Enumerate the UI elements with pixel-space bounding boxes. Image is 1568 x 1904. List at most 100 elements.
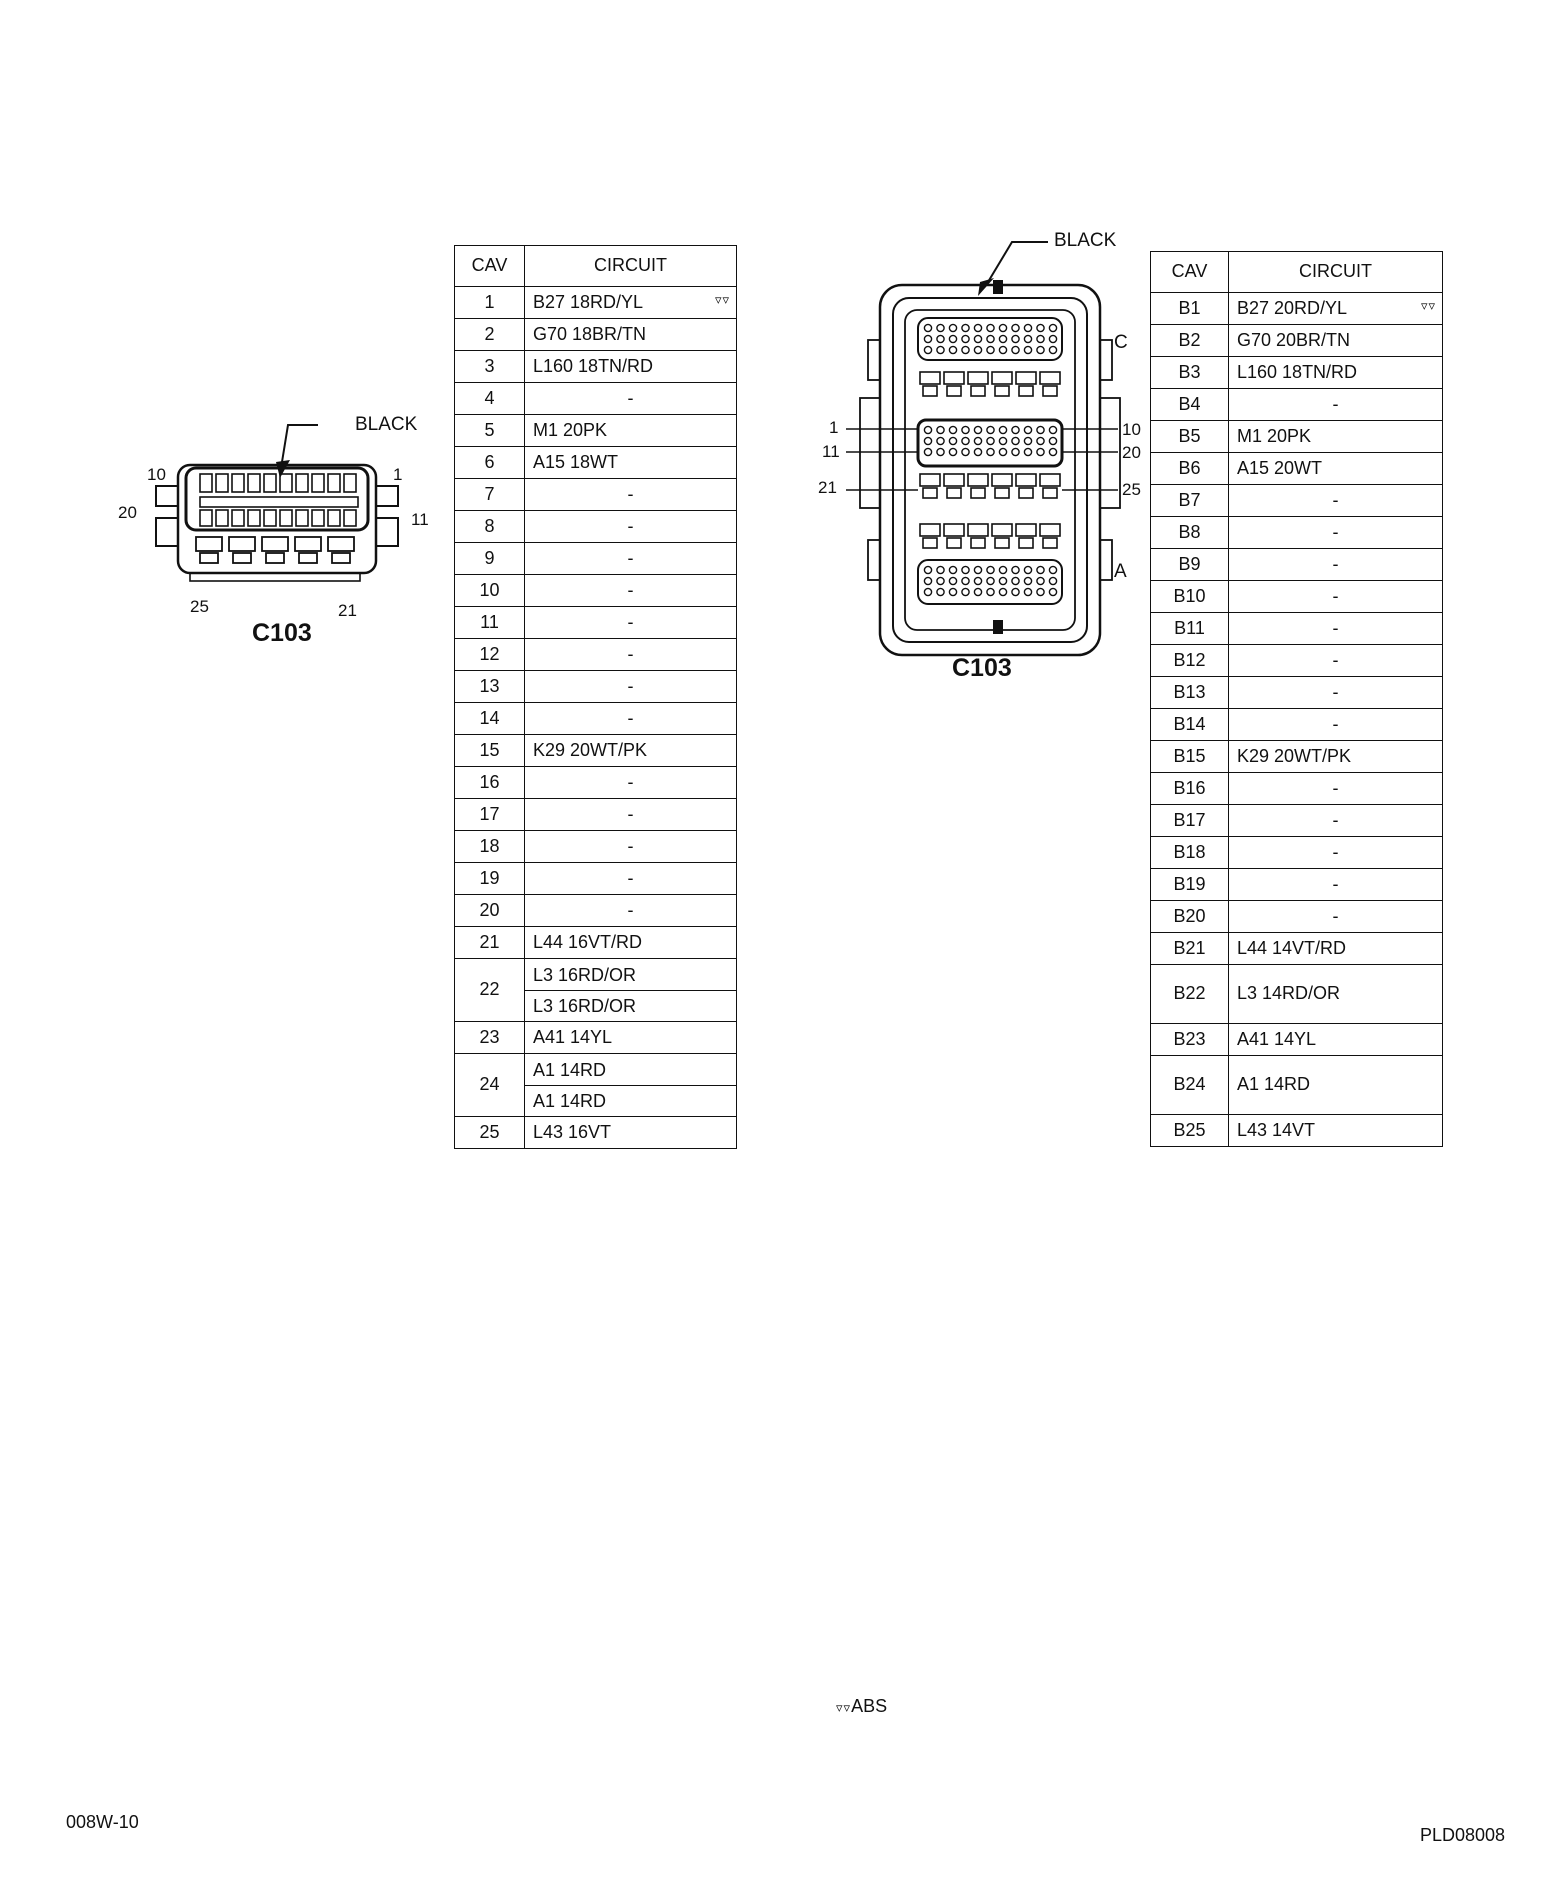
right-table-row: B16- [1150, 772, 1443, 805]
right-cavity-number: B1 [1150, 292, 1229, 325]
right-connector-latch [970, 385, 986, 397]
footer-right-code: PLD08008 [1420, 1825, 1506, 1845]
right-connector-pin [1023, 425, 1033, 435]
right-cavity-number: B15 [1150, 740, 1229, 773]
left-connector-cavity [311, 509, 325, 527]
right-cavity-number: B22 [1150, 964, 1229, 1024]
right-circuit-cell: L44 14VT/RD [1228, 932, 1443, 965]
right-connector-latch [994, 385, 1010, 397]
right-connector-pin [923, 587, 933, 597]
right-connector-pin [961, 565, 970, 575]
right-connector-latch [1015, 473, 1037, 487]
right-connector-pin [1048, 576, 1058, 586]
right-connector-pin [1023, 334, 1033, 344]
left-table-row: 18- [454, 830, 737, 863]
right-connector-latch [967, 473, 989, 487]
right-circuit-value: L43 14VT [1237, 1119, 1316, 1140]
right-pin-label-20: 20 [1122, 443, 1141, 462]
right-connector-latch [1039, 523, 1061, 537]
right-circuit-cell: L160 18TN/RD [1228, 356, 1443, 389]
left-connector-cavity [331, 552, 351, 564]
right-pin-label-25: 25 [1122, 480, 1141, 499]
right-connector-pin [986, 334, 995, 344]
right-connector-pin [936, 345, 945, 355]
right-table-header-cav: CAV [1150, 251, 1229, 293]
left-connector-cavity [327, 536, 355, 552]
right-circuit-cell: - [1228, 772, 1443, 805]
left-pin-label-21: 21 [338, 601, 357, 620]
right-connector-pin [973, 587, 983, 597]
right-connector-color-label: BLACK [1054, 230, 1117, 251]
right-connector-pin [948, 345, 958, 355]
right-cavity-number: B3 [1150, 356, 1229, 389]
right-connector-latch [919, 473, 941, 487]
left-circuit-value: A15 18WT [533, 451, 619, 472]
right-connector-pin [1048, 345, 1058, 355]
right-connector-pin [923, 425, 933, 435]
right-connector-pin [961, 334, 970, 344]
right-connector-pin [973, 436, 983, 446]
legend-marker: ▿▿ [836, 1700, 852, 1715]
left-circuit-cell: - [524, 542, 737, 575]
right-connector-pin [986, 576, 995, 586]
left-circuit-cell: - [524, 830, 737, 863]
left-connector-cavity [215, 509, 229, 527]
right-circuit-value: - [1332, 873, 1339, 894]
right-connector-pin [1036, 587, 1045, 597]
right-connector-pin [948, 334, 958, 344]
right-circuit-value: L160 18TN/RD [1237, 361, 1358, 382]
right-connector-pin [1011, 334, 1020, 344]
right-connector-latch [943, 523, 965, 537]
right-connector-pin [936, 565, 945, 575]
right-pin-label-1: 1 [829, 418, 839, 437]
right-connector-latch [943, 473, 965, 487]
right-cavity-number: B18 [1150, 836, 1229, 869]
right-connector-pin [998, 425, 1008, 435]
right-circuit-value: - [1332, 489, 1339, 510]
right-connector-pin [998, 576, 1008, 586]
right-circuit-cell: - [1228, 836, 1443, 869]
right-circuit-value: - [1332, 553, 1339, 574]
left-circuit-value: - [627, 771, 634, 792]
left-cavity-number: 12 [454, 638, 525, 671]
left-circuit-value: - [627, 803, 634, 824]
right-circuit-value: A15 20WT [1237, 457, 1323, 478]
right-connector-latch [946, 385, 962, 397]
left-connector-cavity [294, 536, 322, 552]
right-connector-pin [1023, 436, 1033, 446]
right-connector-pin [998, 436, 1008, 446]
right-connector-pin [961, 587, 970, 597]
right-connector-pin [1048, 447, 1058, 457]
right-connector-pin [998, 447, 1008, 457]
right-connector-latch [991, 523, 1013, 537]
right-connector-pin [1036, 323, 1045, 333]
right-connector-pin [1048, 436, 1058, 446]
left-cavity-number: 18 [454, 830, 525, 863]
right-connector-latch [994, 487, 1010, 499]
right-connector-pin [998, 334, 1008, 344]
right-connector-pin [961, 447, 970, 457]
left-connector-cavity [327, 473, 341, 493]
right-circuit-cell: - [1228, 388, 1443, 421]
right-circuit-value: M1 20PK [1237, 425, 1312, 446]
left-circuit-value: L3 16RD/OR [525, 989, 736, 1021]
right-connector-latch [967, 523, 989, 537]
right-circuit-value: L3 14RD/OR [1237, 983, 1341, 1004]
left-circuit-value: K29 20WT/PK [533, 739, 648, 760]
right-connector-latch [1039, 371, 1061, 385]
left-cavity-number: 20 [454, 894, 525, 927]
right-cavity-number: B24 [1150, 1055, 1229, 1115]
right-table-row: B20- [1150, 900, 1443, 933]
right-circuit-value: - [1332, 393, 1339, 414]
footer-left-code: 008W-10 [66, 1812, 139, 1832]
right-connector-pin [948, 587, 958, 597]
right-connector-pin [1036, 334, 1045, 344]
left-circuit-value: L3 16RD/OR [533, 964, 637, 985]
right-connector-pin [1011, 323, 1020, 333]
left-connector-cavity [298, 552, 318, 564]
right-circuit-cell: A41 14YL [1228, 1023, 1443, 1056]
right-connector-latch [970, 487, 986, 499]
right-circuit-cell: - [1228, 612, 1443, 645]
